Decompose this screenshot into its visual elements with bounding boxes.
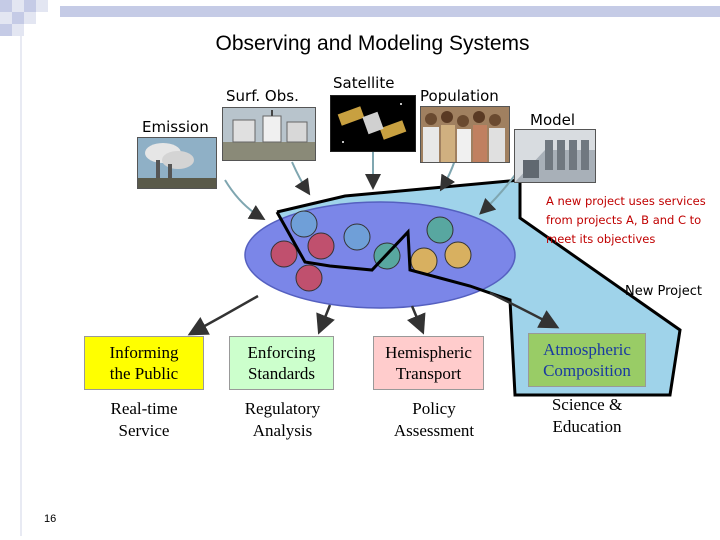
policy-sub1: Policy [412,399,456,418]
arrow-model [479,174,516,215]
arrow-surf-obs [291,161,311,196]
regulatory-sub2: Analysis [252,421,313,440]
arrow-to-hemispheric [407,305,426,335]
informing-the-public-box: Informing the Public [84,336,204,390]
new-project-label: New Project [625,284,702,299]
page-number: 16 [44,513,57,525]
arrow-population [439,159,456,192]
hemispheric-line2: Transport [395,364,462,383]
label-model: Model [530,111,576,129]
population-image [420,106,510,163]
node-red-2 [270,240,298,268]
node-red-3 [295,264,323,292]
policy-sub2: Assessment [393,421,475,440]
science-education-label: Science & Education [528,394,646,438]
enforcing-line1: Enforcing [247,343,316,362]
arrow-to-enforcing [316,304,335,335]
label-emission: Emission [142,118,209,136]
node-red-1 [307,232,335,260]
emission-image [137,137,217,189]
node-teal-1 [426,216,454,244]
hemispheric-line1: Hemispheric [385,343,472,362]
arrow-to-informing [187,294,259,336]
realtime-sub1: Real-time [110,399,178,418]
regulatory-sub1: Regulatory [244,399,321,418]
model-image [514,129,596,183]
arrow-to-atmospheric [489,291,560,329]
node-blue-1 [290,210,318,238]
informing-line2: the Public [109,364,179,383]
node-blue-2 [343,223,371,251]
enforcing-line2: Standards [247,364,316,383]
informing-line1: Informing [109,343,179,362]
satellite-image [330,95,416,152]
atmospheric-line1: Atmospheric [543,340,631,359]
label-surf-obs: Surf. Obs. [226,87,299,105]
arrow-emission [224,179,266,221]
new-project-note: A new project uses services from project… [546,194,706,246]
science-sub1: Science & [551,395,623,414]
science-sub2: Education [552,417,622,436]
page-title: Observing and Modeling Systems [215,32,530,55]
node-tan-2 [444,241,472,269]
realtime-sub2: Service [118,421,170,440]
label-population: Population [420,87,499,105]
surf-obs-image [222,107,316,161]
atmospheric-line2: Composition [543,361,631,380]
label-satellite: Satellite [333,74,395,92]
